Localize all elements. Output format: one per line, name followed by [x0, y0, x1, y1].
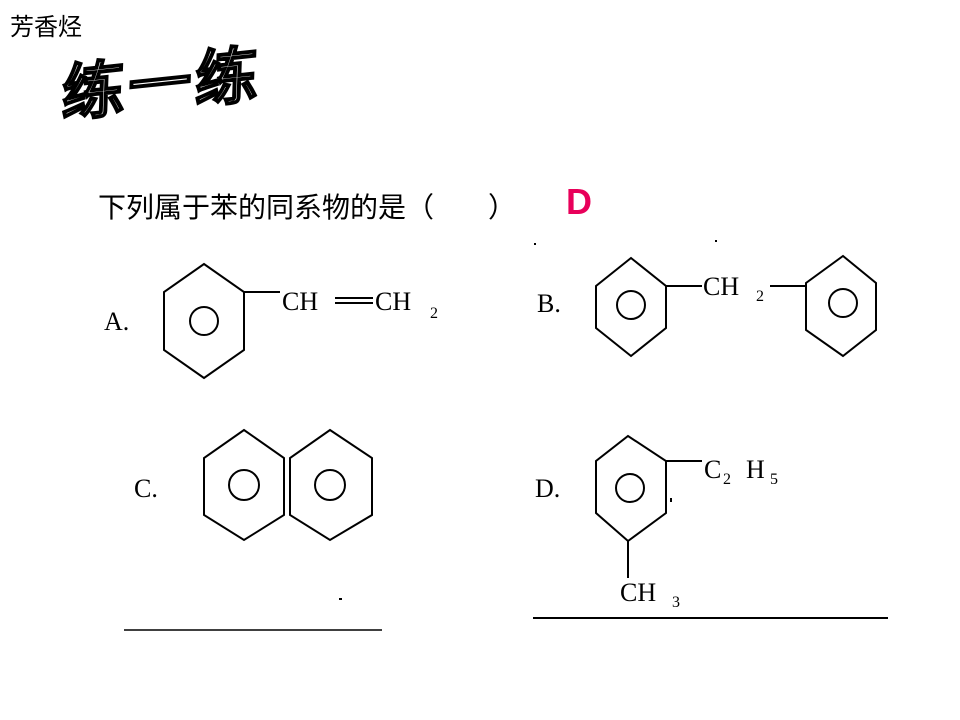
option-b-benzene-ring-right [805, 254, 877, 358]
option-d-ch3: CH [620, 578, 656, 607]
scan-dot [534, 243, 536, 245]
option-b-subscript-2: 2 [756, 288, 764, 305]
option-b-ring-circle-right [828, 288, 858, 318]
option-d-c: C [704, 455, 721, 484]
option-c-ring-circle-left [228, 469, 260, 501]
option-c-ring-circle-right [314, 469, 346, 501]
question-stem: 下列属于苯的同系物的是（ [98, 191, 435, 224]
option-d-ring-circle [615, 473, 645, 503]
option-d-subscript-2: 2 [723, 471, 731, 488]
option-a-ch2: CH [375, 287, 411, 316]
option-d-subscript-3: 3 [672, 594, 680, 611]
option-b-benzene-ring-left [595, 256, 667, 358]
option-a-ring-circle [189, 306, 219, 336]
option-a-benzene-ring [163, 262, 245, 380]
question-close-paren: ） [488, 191, 517, 224]
option-a-ch: CH [282, 287, 318, 316]
option-a-subscript-2: 2 [430, 305, 438, 322]
option-c-ring-right [289, 428, 373, 542]
option-b-ring-circle-left [616, 290, 646, 320]
topic-title: 芳香烃 [10, 13, 82, 41]
answer-letter: D [566, 181, 592, 222]
option-d-label: D. [535, 474, 560, 503]
option-c-label: C. [134, 474, 158, 503]
option-b-ch2: CH [703, 272, 739, 301]
option-d-h: H [746, 455, 765, 484]
scan-dot [715, 240, 717, 242]
question-text: 下列属于苯的同系物的是（ ） [98, 188, 516, 228]
option-b-label: B. [537, 289, 561, 318]
scan-dot [670, 498, 672, 502]
option-a-label: A. [104, 307, 129, 336]
option-d-benzene-ring [595, 434, 667, 543]
option-d-subscript-5: 5 [770, 471, 778, 488]
scan-dot [339, 598, 342, 600]
option-c-ring-left [203, 428, 285, 542]
